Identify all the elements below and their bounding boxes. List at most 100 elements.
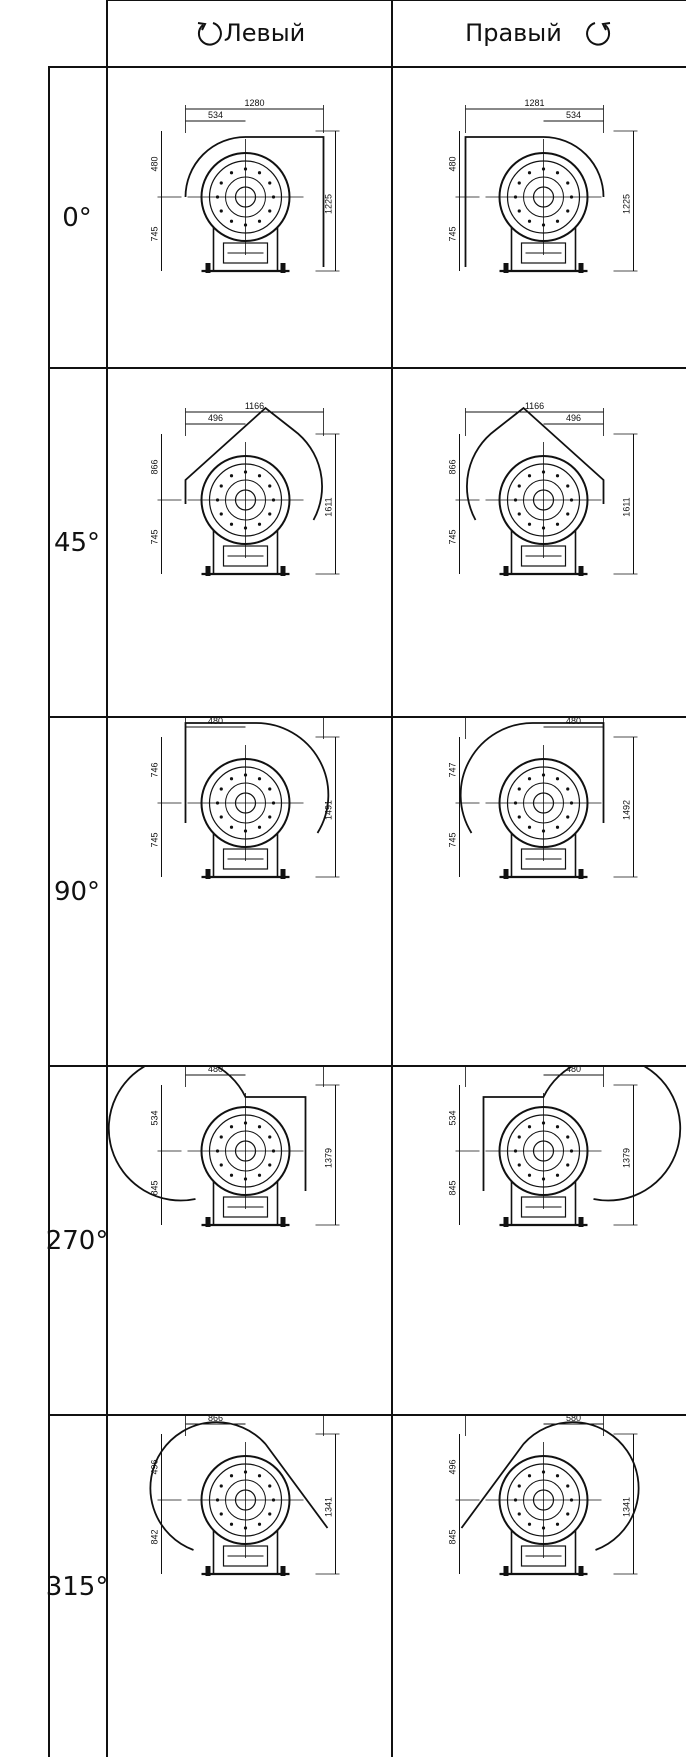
dimensions: 11054805348451379 [150, 1067, 340, 1226]
fan-body [464, 136, 605, 273]
bolt-hole [229, 1173, 234, 1177]
bolt-hole [268, 815, 272, 819]
bolt-hole [268, 787, 272, 791]
volute-housing [184, 722, 330, 834]
dimension-label: 1492 [622, 800, 632, 820]
header-right-label: Правый [465, 19, 562, 47]
bolt-hole [527, 1125, 532, 1129]
bolt-hole [555, 522, 560, 526]
bolt-hole [566, 815, 570, 819]
foot-right [280, 1217, 286, 1227]
bolt-hole [517, 1512, 521, 1516]
bolt-hole [257, 522, 262, 526]
dimension-label: 1341 [324, 1497, 334, 1517]
foot-left [205, 869, 211, 879]
bolt-hole [257, 1474, 262, 1478]
foot-left [503, 869, 509, 879]
foot-left [503, 1566, 509, 1576]
bolt-hole [517, 181, 521, 185]
dimensions: 14468664968421341 [150, 1416, 340, 1575]
bolt-hole [517, 1163, 521, 1167]
bolt-hole [527, 522, 532, 526]
dimension-label: 745 [448, 226, 458, 241]
foot-right [280, 263, 286, 273]
dimension-label: 866 [150, 459, 160, 474]
fan-body [460, 1421, 640, 1576]
foot-right [280, 1566, 286, 1576]
bolt-hole [257, 171, 262, 175]
bolt-hole [257, 1522, 262, 1526]
fan-svg: 14468664968421341 [149, 1416, 340, 1576]
fan-svg: 11054805348451379 [448, 1067, 682, 1227]
grid-row-line-4 [48, 1414, 686, 1416]
bolt-hole [555, 1125, 560, 1129]
dimension-label: 1379 [622, 1148, 632, 1168]
bolt-hole [229, 1522, 234, 1526]
bolt-hole [527, 1173, 532, 1177]
bolt-hole [268, 1135, 272, 1139]
dimension-label: 866 [208, 1416, 223, 1423]
bolt-hole [268, 181, 272, 185]
grid-top-line [106, 0, 686, 1]
fan-drawing-315-left: 14468664968421341 [108, 1416, 391, 1757]
bolt-hole [527, 777, 532, 781]
dimension-label: 845 [150, 1180, 160, 1195]
dimension-label: 1341 [622, 1497, 632, 1517]
bolt-hole [229, 171, 234, 175]
bolt-hole [229, 1125, 234, 1129]
counterclockwise-arrow-icon [197, 22, 222, 46]
foot-left [503, 263, 509, 273]
fan-body [184, 722, 330, 879]
dimension-label: 1379 [324, 1148, 334, 1168]
bolt-hole [219, 209, 223, 213]
angle-label-0: 0° [62, 202, 92, 233]
bolt-hole [527, 219, 532, 223]
fan-body [149, 1421, 329, 1576]
fan-body [482, 1067, 682, 1227]
bolt-hole [566, 1484, 570, 1488]
dimension-label: 534 [566, 110, 581, 120]
bolt-hole [566, 1135, 570, 1139]
bolt-hole [527, 474, 532, 478]
dimension-label: 1491 [324, 800, 334, 820]
bolt-hole [566, 181, 570, 185]
header-left-label: Левый [223, 19, 306, 47]
bolt-hole [527, 171, 532, 175]
volute-housing [460, 1421, 640, 1551]
bolt-hole [257, 1173, 262, 1177]
bolt-hole [229, 522, 234, 526]
fan-body [184, 406, 323, 576]
volute-housing [466, 406, 605, 521]
bolt-hole [566, 484, 570, 488]
dimension-label: 866 [448, 459, 458, 474]
bolt-hole [555, 1173, 560, 1177]
bolt-hole [555, 474, 560, 478]
dimensions: 11054807477451492 [448, 718, 638, 878]
dimension-label: 580 [566, 1416, 581, 1423]
foot-left [205, 566, 211, 576]
dimension-label: 1611 [622, 497, 632, 516]
fan-drawing-315-right: 14465804968451341 [393, 1416, 686, 1757]
fan-drawing-90-right: 11054807477451492 [393, 718, 686, 1065]
fan-drawing-90-left: 11054807467451491 [108, 718, 391, 1065]
foot-left [503, 1217, 509, 1227]
fan-body [459, 722, 605, 879]
grid-row-line-2 [48, 716, 686, 718]
volute-housing [459, 722, 605, 834]
bolt-hole [555, 1474, 560, 1478]
volute-housing [464, 136, 605, 267]
bolt-hole [517, 1135, 521, 1139]
volute-housing [184, 136, 325, 267]
dimension-label: 746 [150, 762, 160, 777]
fan-drawing-270-right: 11054805348451379 [393, 1067, 686, 1414]
dimension-label: 480 [150, 156, 160, 171]
dimension-label: 1225 [622, 194, 632, 214]
foot-right [578, 1217, 584, 1227]
volute-housing [184, 406, 323, 521]
dimensions: 11054805348451379 [448, 1067, 638, 1226]
dimension-label: 1611 [324, 497, 334, 516]
angle-label-270: 270° [45, 1225, 109, 1256]
